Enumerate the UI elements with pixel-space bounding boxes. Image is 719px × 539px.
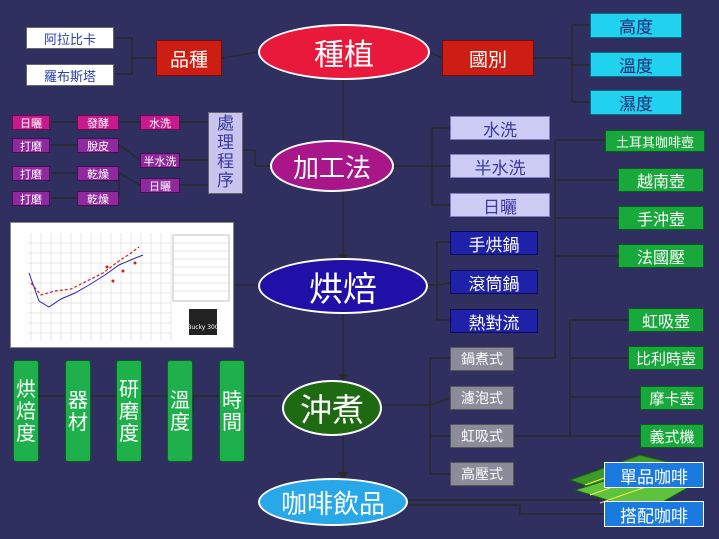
step-polish-2[interactable]: 打磨 xyxy=(12,166,50,181)
step-wash[interactable]: 水洗 xyxy=(140,115,180,130)
method-washed[interactable]: 水洗 xyxy=(450,116,550,141)
arabica-box[interactable]: 阿拉比卡 xyxy=(26,27,114,49)
roasting-node[interactable]: 烘焙 xyxy=(258,258,428,314)
handling-box[interactable]: 處理程序 xyxy=(208,112,243,194)
robusta-box[interactable]: 羅布斯塔 xyxy=(26,64,114,86)
factor-equipment[interactable]: 器材 xyxy=(65,360,91,462)
pot-french-press[interactable]: 法國壓 xyxy=(618,244,704,268)
step-polish-1[interactable]: 打磨 xyxy=(12,138,50,153)
processing-node[interactable]: 加工法 xyxy=(270,140,394,192)
altitude-box[interactable]: 高度 xyxy=(590,13,682,38)
roast-profile-graph: Bucky 300 xyxy=(27,233,230,341)
temperature-box[interactable]: 溫度 xyxy=(590,52,682,77)
roaster-drum[interactable]: 滾筒鍋 xyxy=(450,270,538,295)
humidity-box[interactable]: 濕度 xyxy=(590,90,682,115)
drinks-node[interactable]: 咖啡飲品 xyxy=(258,478,408,526)
pot-turkish[interactable]: 土耳其咖啡壺 xyxy=(605,130,705,152)
chart-brand-label: Bucky 300 xyxy=(187,324,219,331)
step-dry-2[interactable]: 乾燥 xyxy=(77,191,119,206)
variety-box[interactable]: 品種 xyxy=(156,40,222,76)
pot-vietnamese[interactable]: 越南壺 xyxy=(618,168,704,192)
roaster-pan[interactable]: 手烘鍋 xyxy=(450,231,538,256)
espresso-machine[interactable]: 義式機 xyxy=(640,424,704,448)
planting-node[interactable]: 種植 xyxy=(258,24,430,80)
step-sun-1[interactable]: 日曬 xyxy=(12,115,50,130)
drink-mixed[interactable]: 搭配咖啡 xyxy=(604,501,704,527)
factor-time[interactable]: 時間 xyxy=(219,360,245,462)
roaster-convection[interactable]: 熱對流 xyxy=(450,309,538,334)
brew-pressure[interactable]: 高壓式 xyxy=(450,462,514,486)
step-semiwash[interactable]: 半水洗 xyxy=(140,153,180,168)
pot-belgian[interactable]: 比利時壺 xyxy=(628,346,704,370)
country-box[interactable]: 國別 xyxy=(442,40,534,76)
step-dry-1[interactable]: 乾燥 xyxy=(77,166,119,181)
method-semiwashed[interactable]: 半水洗 xyxy=(450,154,550,179)
step-ferment[interactable]: 發酵 xyxy=(77,115,119,130)
factor-grind[interactable]: 研磨度 xyxy=(116,360,142,462)
step-polish-3[interactable]: 打磨 xyxy=(12,191,50,206)
roast-profile-chart: Bucky 300 xyxy=(10,222,234,348)
pot-siphon[interactable]: 虹吸壺 xyxy=(628,308,704,332)
step-hull[interactable]: 脫皮 xyxy=(77,138,119,153)
step-sun-2[interactable]: 日曬 xyxy=(140,178,180,193)
brew-boil[interactable]: 鍋煮式 xyxy=(450,347,514,371)
drink-single-origin[interactable]: 單品咖啡 xyxy=(604,462,704,488)
brew-siphon[interactable]: 虹吸式 xyxy=(450,424,514,448)
method-natural[interactable]: 日曬 xyxy=(450,193,550,218)
factor-roast-level[interactable]: 烘焙度 xyxy=(13,360,39,462)
brewing-node[interactable]: 沖煮 xyxy=(282,380,382,436)
pot-pourover[interactable]: 手沖壺 xyxy=(618,206,704,230)
factor-temperature[interactable]: 溫度 xyxy=(167,360,193,462)
brew-drip[interactable]: 濾泡式 xyxy=(450,386,514,410)
pot-moka[interactable]: 摩卡壺 xyxy=(640,386,704,410)
